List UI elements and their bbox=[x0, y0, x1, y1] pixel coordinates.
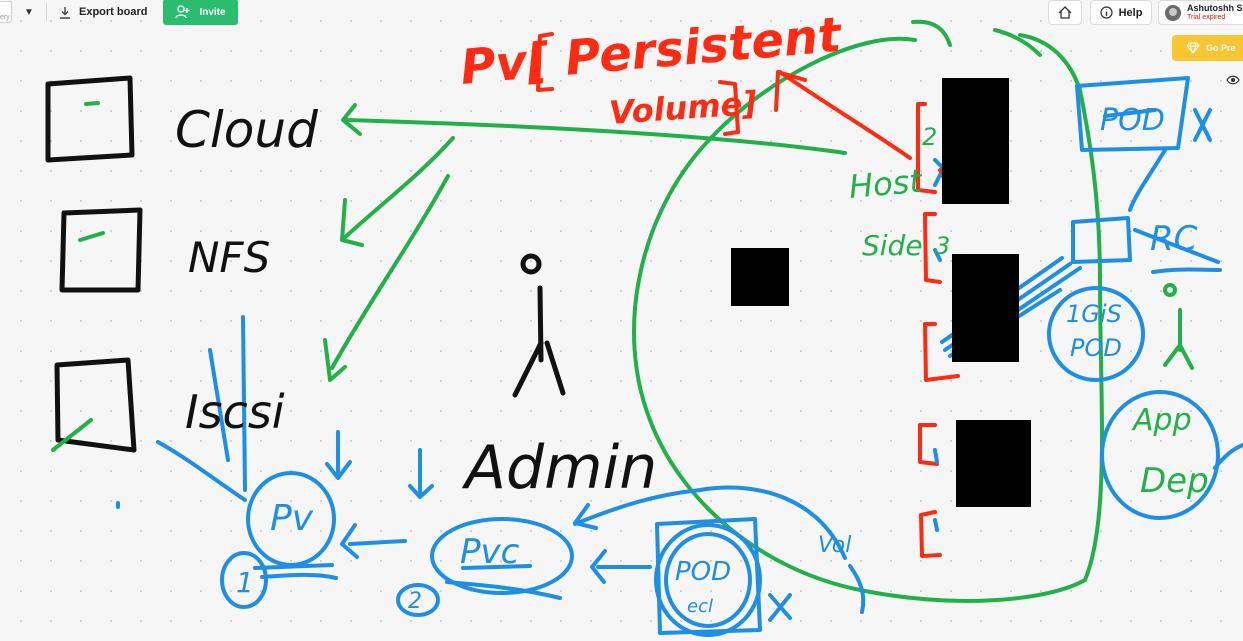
label-pv: Pv bbox=[270, 498, 314, 539]
avatar bbox=[1165, 4, 1181, 21]
label-pvc: Pvc bbox=[460, 532, 520, 572]
label-num-one: 1 bbox=[236, 566, 254, 599]
label-num-two: 2 bbox=[408, 589, 422, 614]
trial-status: Trial expired bbox=[1187, 14, 1226, 21]
label-nfs: NFS bbox=[188, 233, 270, 282]
red-bracket-left bbox=[536, 32, 554, 92]
green-arrow-nfs bbox=[340, 136, 455, 247]
green-top-arc bbox=[911, 19, 1042, 57]
add-user-icon bbox=[175, 5, 190, 19]
label-rc: RC bbox=[1150, 219, 1198, 259]
label-pod-right: POD bbox=[1100, 103, 1165, 138]
fragment-text: ery bbox=[0, 14, 10, 21]
label-pod-bottom: POD bbox=[675, 557, 731, 587]
download-icon bbox=[60, 6, 70, 19]
go-premium-button[interactable]: Go Pre bbox=[1172, 35, 1243, 61]
go-premium-label: Go Pre bbox=[1206, 43, 1236, 53]
label-pod-sub: ecl bbox=[687, 596, 713, 617]
pvc-oval bbox=[430, 517, 574, 600]
eye-icon[interactable] bbox=[1226, 74, 1240, 86]
label-dep: Dep bbox=[1140, 461, 1209, 501]
help-button[interactable]: Help bbox=[1090, 0, 1152, 25]
label-gis: 1GiS bbox=[1066, 300, 1122, 328]
app-dep-circle bbox=[1100, 390, 1243, 520]
label-iscsi: Iscsi bbox=[185, 385, 285, 439]
red-arrow-title bbox=[774, 70, 912, 160]
diamond-icon bbox=[1186, 42, 1200, 54]
pod-box-right bbox=[1075, 76, 1212, 152]
node-blocks bbox=[731, 78, 1031, 507]
collapsed-menu-fragment[interactable]: ery bbox=[0, 1, 12, 23]
export-board-label: Export board bbox=[79, 6, 148, 18]
green-arrow-iscsi bbox=[323, 174, 450, 382]
slot-digit-2: 2 bbox=[922, 123, 937, 151]
toolbar-left: ery ▼ Export board Invite bbox=[0, 0, 238, 25]
storage-box-iscsi bbox=[51, 357, 137, 453]
export-board-button[interactable]: Export board bbox=[47, 0, 159, 24]
rc-box bbox=[1071, 148, 1222, 274]
label-gis-pod: POD bbox=[1070, 334, 1122, 362]
pod-square bbox=[654, 517, 762, 637]
user-menu[interactable]: Ashutoshh Si Trial expired bbox=[1158, 0, 1243, 25]
cluster-oval bbox=[632, 33, 1104, 603]
info-icon bbox=[1099, 6, 1113, 19]
gis-pod-circle bbox=[1047, 286, 1145, 382]
label-side: Side bbox=[862, 229, 923, 262]
label-app: App bbox=[1131, 403, 1192, 438]
user-name: Ashutoshh Si bbox=[1187, 3, 1243, 13]
toolbar-divider bbox=[46, 3, 47, 21]
num-one-circle bbox=[220, 551, 268, 609]
label-cloud: Cloud bbox=[175, 101, 318, 159]
red-bracket-right bbox=[718, 80, 740, 136]
help-label: Help bbox=[1118, 6, 1143, 19]
label-host: Host bbox=[847, 162, 924, 206]
label-vol: Vol bbox=[818, 533, 851, 558]
home-button[interactable] bbox=[1048, 0, 1082, 25]
storage-box-cloud bbox=[45, 75, 135, 163]
admin-figure bbox=[512, 253, 566, 398]
num-two-circle bbox=[396, 583, 440, 617]
caret-down-icon[interactable]: ▼ bbox=[24, 6, 34, 18]
blue-arrows bbox=[156, 315, 866, 622]
slot-digit-3: 3 bbox=[935, 232, 950, 260]
invite-label: Invite bbox=[199, 6, 226, 18]
storage-box-nfs bbox=[59, 207, 143, 293]
green-arrow-cloud bbox=[341, 103, 847, 155]
invite-button[interactable]: Invite bbox=[163, 0, 238, 25]
green-figure-right bbox=[1163, 283, 1194, 370]
red-title-line1: Pv[ Persistent bbox=[458, 7, 845, 96]
home-icon bbox=[1058, 6, 1072, 19]
label-admin: Admin bbox=[461, 433, 657, 503]
